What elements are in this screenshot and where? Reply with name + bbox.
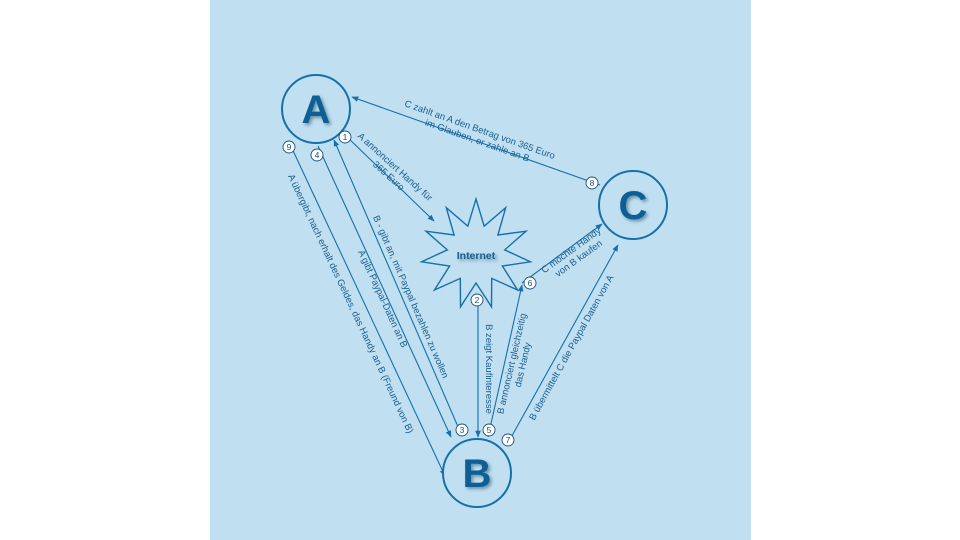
step-9-number: 9 [287, 142, 292, 152]
step-6-number: 6 [528, 278, 533, 288]
edge-4-line [317, 145, 452, 438]
step-8-badge [585, 176, 599, 190]
edge-9-line [288, 141, 446, 477]
step-9-badge [282, 140, 296, 154]
step-2-badge [470, 293, 484, 307]
step-6-badge [523, 276, 537, 290]
internet-label: Internet [457, 250, 496, 262]
edge-2-label: B zeigt Kaufinteresse [483, 324, 494, 414]
step-5-badge [482, 423, 496, 437]
edge-9-label: A übergibt, nach erhalt des Geldes, das … [285, 173, 415, 436]
node-c-label: C [619, 184, 648, 228]
step-8-number: 8 [590, 178, 595, 188]
internet-star-icon [419, 196, 533, 310]
step-7-badge [501, 433, 515, 447]
internet-node: Internet [419, 196, 533, 310]
edge-7-label: B übermittelt C die Paypal Daten von A [527, 273, 617, 423]
edge-6-line [521, 223, 603, 284]
edge-1-line [344, 134, 435, 222]
step-4-badge [310, 148, 324, 162]
node-b-label: B [463, 452, 492, 496]
step-4-number: 4 [315, 150, 320, 160]
node-b: B [442, 438, 512, 508]
node-a: A [281, 74, 351, 144]
edge-3-line [333, 139, 463, 437]
step-3-badge [455, 423, 469, 437]
step-5-number: 5 [487, 425, 492, 435]
edge-8-line [351, 96, 601, 186]
step-1-number: 1 [343, 132, 348, 142]
edge-5-line [487, 284, 524, 438]
node-c: C [598, 170, 668, 240]
edge-5-label: B annonciert gleichzeitig das Handy [495, 310, 540, 418]
node-a-label: A [302, 88, 331, 132]
step-2-number: 2 [475, 295, 480, 305]
step-7-number: 7 [506, 435, 511, 445]
edge-7-line [507, 244, 619, 444]
step-1-badge [338, 130, 352, 144]
step-3-number: 3 [460, 425, 465, 435]
